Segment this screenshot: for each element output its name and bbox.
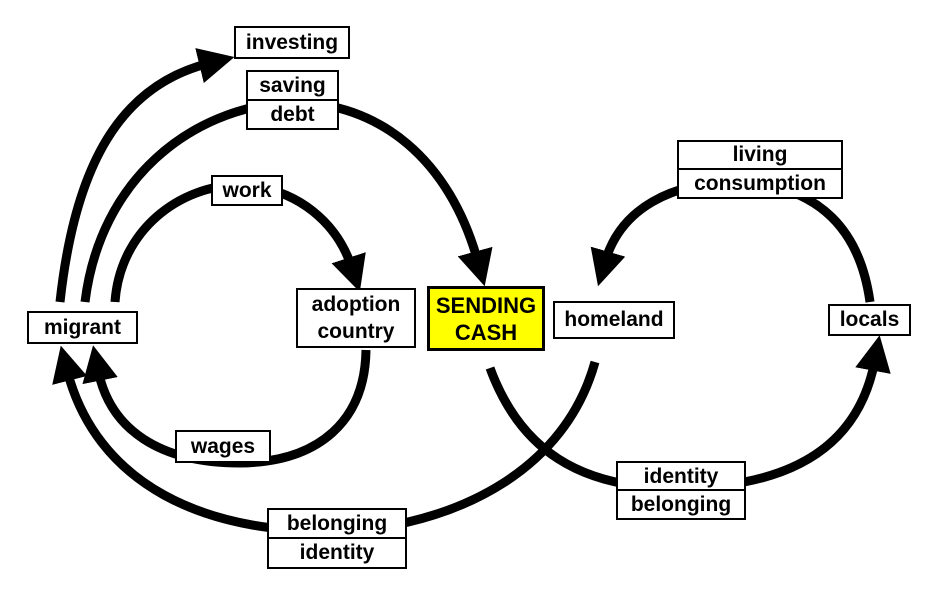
identity-label-bottom: identity <box>267 537 407 569</box>
saving-label: saving <box>246 70 339 101</box>
sending-cash-label: SENDING CASH <box>427 286 545 351</box>
arrow-adoption-country-to-migrant <box>82 345 371 468</box>
migrant-label: migrant <box>27 311 138 344</box>
adoption-country-line2: country <box>317 320 395 343</box>
arrow-homeland-to-migrant <box>52 345 600 536</box>
living-label: living <box>677 140 843 170</box>
debt-label: debt <box>246 99 339 130</box>
identity-label-right: identity <box>616 461 746 492</box>
arrow-locals-to-homeland <box>590 177 875 303</box>
wages-label: wages <box>175 430 271 463</box>
sending-cash-line1: SENDING <box>435 292 537 318</box>
arrow-migrant-to-investing <box>55 48 235 303</box>
investing-label: investing <box>234 26 350 59</box>
belonging-label-bottom: belonging <box>267 508 407 539</box>
consumption-label: consumption <box>677 168 843 199</box>
adoption-country-label: adoption country <box>296 288 416 348</box>
work-label: work <box>211 175 283 206</box>
sending-cash-line2: CASH <box>454 319 518 345</box>
homeland-label: homeland <box>553 301 675 339</box>
adoption-country-line1: adoption <box>311 293 401 316</box>
locals-label: locals <box>828 304 911 336</box>
belonging-label-right: belonging <box>616 489 746 520</box>
